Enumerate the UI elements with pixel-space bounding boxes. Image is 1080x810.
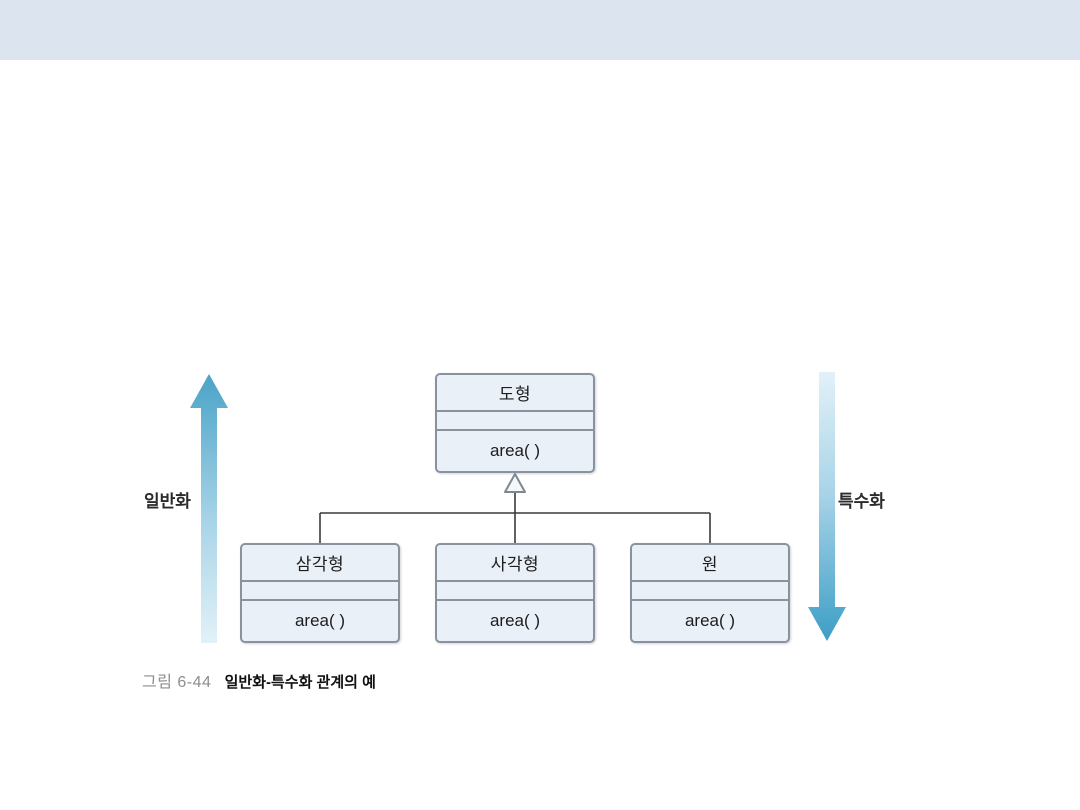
uml-class-operations: area( ) bbox=[489, 441, 541, 460]
uml-class-name: 원 bbox=[632, 545, 788, 582]
uml-class-name: 삼각형 bbox=[242, 545, 398, 582]
generalization-label: 일반화 bbox=[144, 492, 191, 511]
uml-class-attributes bbox=[437, 582, 593, 601]
header-band bbox=[0, 0, 1080, 60]
uml-class-operations: area( ) bbox=[294, 611, 346, 630]
uml-class-name: 도형 bbox=[437, 375, 593, 412]
uml-class-rectangle[interactable]: 사각형 area( ) bbox=[435, 543, 595, 643]
uml-class-circle[interactable]: 원 area( ) bbox=[630, 543, 790, 643]
uml-class-attributes bbox=[632, 582, 788, 601]
figure-number: 그림 6-44 bbox=[142, 674, 212, 691]
uml-class-operations: area( ) bbox=[684, 611, 736, 630]
specialization-label: 특수화 bbox=[838, 492, 885, 511]
uml-class-attributes bbox=[437, 412, 593, 431]
generalization-arrow-up-icon bbox=[190, 374, 228, 643]
uml-class-triangle[interactable]: 삼각형 area( ) bbox=[240, 543, 400, 643]
uml-class-attributes bbox=[242, 582, 398, 601]
uml-class-operations: area( ) bbox=[489, 611, 541, 630]
figure-title: 일반화-특수화 관계의 예 bbox=[224, 674, 376, 691]
specialization-arrow-down-icon bbox=[808, 372, 846, 641]
uml-class-name: 사각형 bbox=[437, 545, 593, 582]
uml-class-shape[interactable]: 도형 area( ) bbox=[435, 373, 595, 473]
figure-caption: 그림 6-44 일반화-특수화 관계의 예 bbox=[142, 668, 376, 692]
